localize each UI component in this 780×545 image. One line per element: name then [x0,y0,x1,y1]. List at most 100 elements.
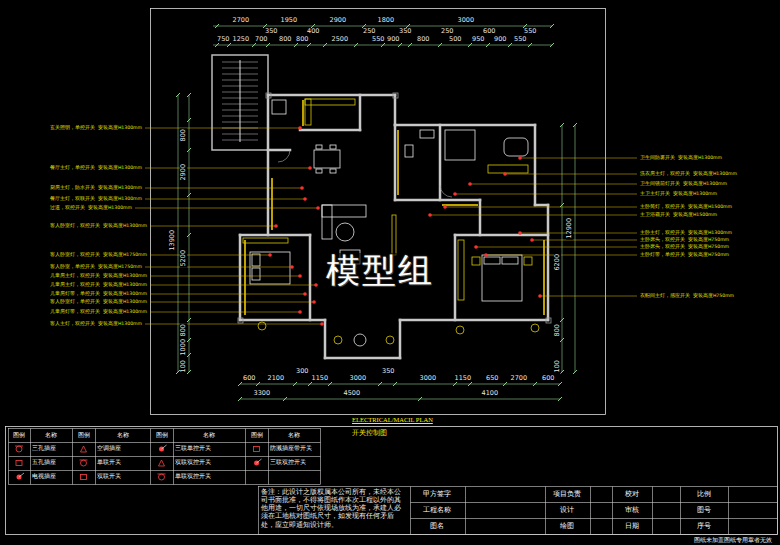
dimension-tick [528,43,532,47]
dimension-tick [308,382,312,386]
dimension-tick [453,382,457,386]
dimension-text: 12900 [566,216,573,239]
dimension-line [575,125,576,372]
legend-table [9,429,321,485]
dimension-tick [187,338,191,342]
dimension-tick [238,397,242,401]
title-block-cell: 日期 [625,523,639,530]
leader-line [470,184,637,185]
plant [456,326,464,334]
dimension-tick [560,338,564,342]
bed [482,255,522,301]
drawing-frame [151,9,606,415]
switch-callout: 儿童房主灯，双控开关 安装高度H1300mm [50,283,147,288]
switch-callout: 主卫主灯开关 安装高度H1300mm [640,192,717,197]
dimension-tick [176,93,180,97]
dimension-tick [187,318,191,322]
legend-text: 双联开关 [97,474,121,480]
armchair [336,223,354,241]
switch-symbol [518,156,522,160]
wall [547,205,550,320]
dimension-tick [438,43,442,47]
light-strip [302,100,304,126]
dimension-tick [550,24,554,28]
leader-line [455,194,637,195]
switch-callout: 主卧筒灯，双控开关 安装高度H1500mm [640,205,732,210]
wall [454,235,457,320]
dimension-line [189,95,190,372]
dimension-tick [533,382,537,386]
dimension-tick [560,123,564,127]
wardrobe [243,238,288,243]
switch-symbol [316,206,320,210]
pillow [484,257,500,264]
switch-symbol [320,322,324,326]
dimension-text: 100 [180,359,187,373]
leader-line [445,207,637,208]
chair [330,145,336,149]
legend-text: 空调插座 [97,446,121,452]
balcony-table [354,334,366,346]
dimension-tick [468,382,472,386]
switch-symbol [474,245,478,249]
dimension-tick [558,382,562,386]
table-header: 图例 [13,432,25,438]
switch-callout: 卫生间防雾开关 安装高度H1300mm [640,156,722,161]
dimension-tick [266,43,270,47]
switch-symbol [303,197,307,201]
wall [395,199,480,202]
leader-line [135,208,318,209]
wall [309,235,312,320]
wall [479,200,482,235]
plan-title: ELECTRICAL/MACIL PLAN [352,417,433,424]
light-strip [397,130,399,195]
leader-line [150,226,276,227]
switch-callout: 儿童房灯带，双控开关 安装高度H1300mm [50,310,147,315]
dimension-tick [468,43,472,47]
shower [445,130,475,160]
leader-line [540,296,637,297]
kitchen-counter [305,99,355,105]
dimension-text: 1150 [454,375,473,382]
dimension-tick [294,43,298,47]
plan-caption: 开关控制图 [352,430,387,437]
leader-line [520,158,637,159]
socket-symbol [81,460,87,466]
leader-line [150,276,300,277]
table-rule [652,487,653,535]
switch-symbol [303,292,307,296]
dimension-text: 1000 [180,337,187,356]
plant [531,324,539,332]
title-block-cell: 工程名称 [423,507,451,514]
leader-line [486,255,637,256]
wall [534,125,537,205]
dimension-text: 13900 [169,228,176,251]
dimension-text: 350 [264,28,278,35]
column [393,93,398,98]
light-strip [244,240,246,315]
chair [316,169,322,173]
dimension-text: 3000 [419,375,438,382]
table-rule [9,456,321,457]
light-strip [271,178,273,230]
switch-symbol [81,446,87,452]
dimension-text: 2500 [331,36,350,43]
leader-line [520,233,637,234]
dimension-text: 600 [541,375,555,382]
dimension-tick [558,397,562,401]
switch-symbol [298,274,302,278]
switch-symbol [300,186,304,190]
table-rule [411,518,778,519]
switch-callout: 客人卧室灯，双控开关 安装高度H1300mm [50,224,147,229]
socket-symbol [81,475,87,480]
dimension-tick [508,43,512,47]
fridge [272,100,286,114]
dimension-tick [573,370,577,374]
dimension-text: 5200 [180,248,187,267]
socket-symbol [16,446,22,452]
dimension-text: 400 [306,28,320,35]
dimension-text: 1150 [311,375,330,382]
door-swing [278,150,290,162]
switch-callout: 客人卧室，单控开关 安装高度H1750mm [50,265,142,270]
